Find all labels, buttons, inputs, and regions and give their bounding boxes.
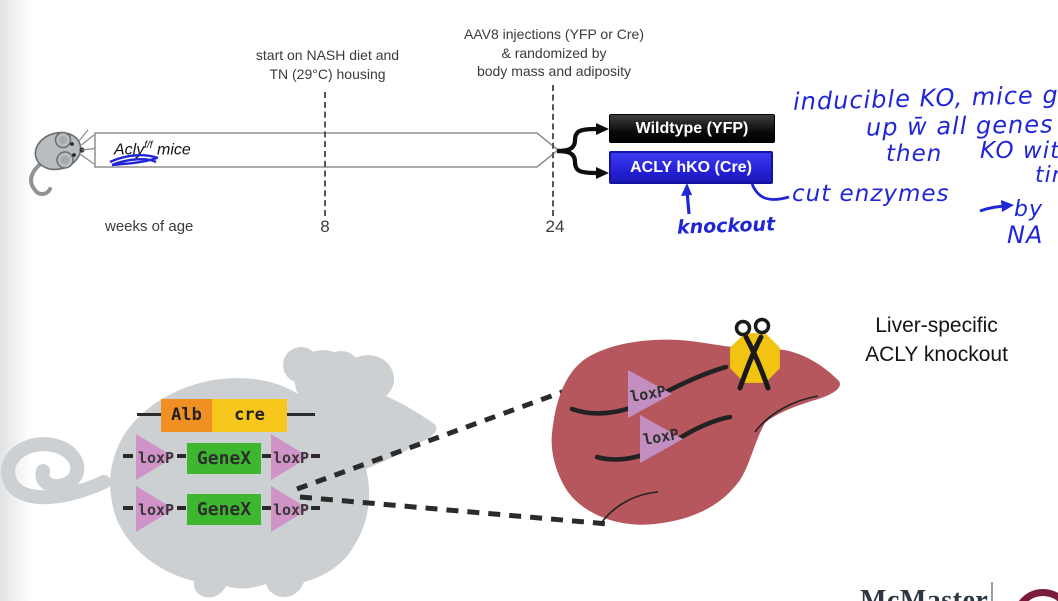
mouse-icon: [29, 129, 100, 196]
liver-loxp-triangle: [640, 415, 683, 463]
handwritten-note-line3a: then: [886, 141, 943, 167]
week24-event-line: & randomized by: [501, 44, 607, 61]
handwritten-by: by: [1014, 197, 1043, 222]
week8-event-label: start on NASH diet and TN (29°C) housing: [235, 46, 420, 83]
logo-crest-arc: [1013, 589, 1058, 601]
subject-gene: Acly: [114, 141, 145, 159]
acly-ko-group-box: ACLY hKO (Cre): [609, 151, 773, 184]
scissors-icon: [734, 317, 771, 391]
loxp-label: loxP: [272, 501, 310, 519]
mouse-icon-inner-ear: [60, 155, 70, 165]
liver-caption-line2: ACLY knockout: [865, 343, 1008, 366]
weeks-axis-label: weeks of age: [105, 218, 194, 235]
handwritten-note-line3b: KO wit: [980, 138, 1058, 164]
dna-dash: [262, 506, 271, 510]
loxp-label: loxP: [137, 501, 175, 519]
week24-event-line: AAV8 injections (YFP or Cre): [464, 26, 644, 42]
liver-loxp-triangle: [628, 370, 672, 418]
knockout-arrow: [685, 190, 691, 215]
mouse-icon-eye: [70, 142, 74, 146]
handwritten-cut-enzymes: cut enzymes: [792, 181, 950, 207]
subject-suffix: mice: [152, 141, 191, 159]
week8-event-line: start on NASH diet and: [255, 47, 400, 63]
subject-superscript: f/f: [144, 140, 153, 151]
dna-dash: [177, 454, 186, 458]
week8-dashed-line: [324, 92, 326, 216]
cre-box: cre: [212, 399, 287, 432]
week8-tick: 8: [320, 217, 330, 236]
handwritten-note-line2: up w̄ all genes: [865, 110, 1054, 142]
liver-illustration: [551, 317, 840, 525]
alb-box: Alb: [161, 399, 212, 432]
handwritten-na: NA: [1007, 221, 1044, 249]
liver-shape: [551, 339, 840, 525]
week8-event-line: TN (29°C) housing: [269, 65, 386, 82]
genex-box: GeneX: [187, 494, 261, 525]
mouse-icon-inner-ear: [59, 136, 67, 144]
dna-strand: [594, 414, 733, 462]
week24-tick: 24: [545, 217, 565, 236]
genex-box: GeneX: [187, 443, 261, 474]
mcmaster-wordmark: McMaster: [860, 585, 989, 601]
mouse-icon-tail: [29, 161, 52, 196]
dna-dash: [262, 454, 271, 458]
mouse-icon-eye: [72, 153, 76, 157]
dna-dash: [123, 506, 133, 510]
branch-arrows: [556, 123, 609, 179]
handwritten-note-line4: tim: [1035, 163, 1058, 188]
week24-event-label: AAV8 injections (YFP or Cre) & randomize…: [448, 25, 660, 81]
loxp-label: loxP: [137, 449, 175, 467]
dna-dash: [311, 506, 320, 510]
liver-caption: Liver-specific ACLY knockout: [834, 311, 1039, 369]
mouse-silhouette-tail: [1, 437, 111, 505]
subject-label: Aclyf/f mice: [114, 140, 191, 159]
by-arrowhead: [1001, 200, 1014, 212]
by-arrow: [979, 204, 1010, 213]
handwritten-knockout: knockout: [676, 213, 776, 239]
liver-fissure: [601, 491, 659, 523]
logo-divider: [991, 582, 993, 601]
cut-enzymes-connector: [750, 183, 790, 201]
dna-dash: [311, 454, 320, 458]
liver-caption-line1: Liver-specific: [875, 314, 998, 337]
liver-fissure: [754, 395, 819, 433]
timeline-arrow: [94, 132, 560, 168]
week24-event-line: body mass and adiposity: [476, 63, 632, 79]
dna-dash: [123, 454, 133, 458]
mouse-icon-whiskers: [77, 129, 100, 165]
dna-dash: [177, 506, 186, 510]
week24-dashed-line: [552, 85, 554, 216]
wildtype-group-box: Wildtype (YFP): [609, 114, 775, 143]
loxp-label: loxP: [272, 449, 310, 467]
knockout-arrowhead: [681, 183, 692, 196]
